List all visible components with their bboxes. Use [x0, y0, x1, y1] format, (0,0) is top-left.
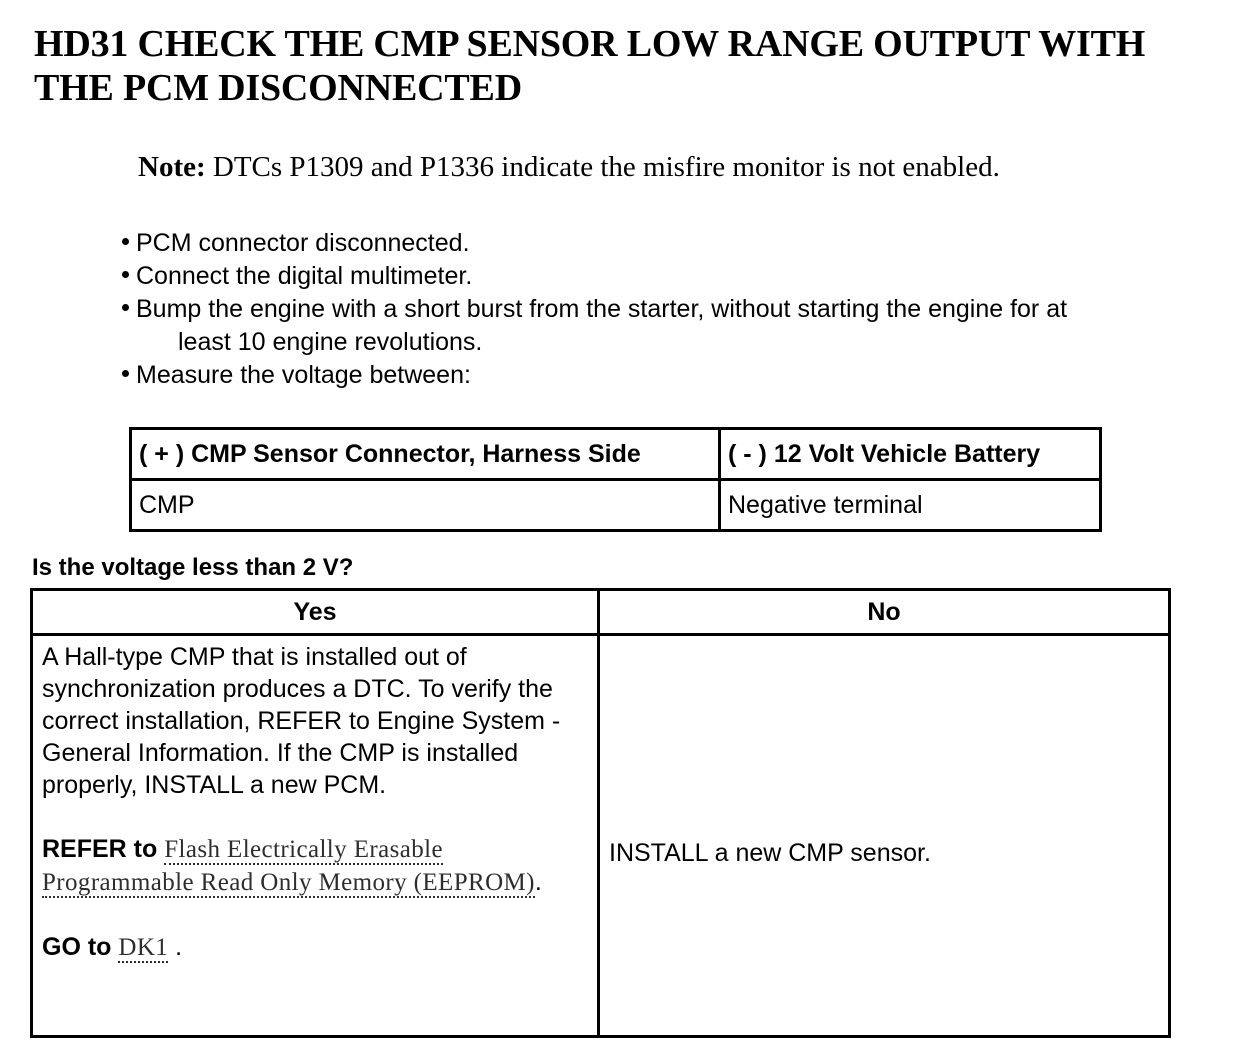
list-item-continuation: least 10 engine revolutions. [178, 328, 483, 356]
list-item: Measure the voltage between: [120, 359, 1210, 392]
note-line: Note: DTCs P1309 and P1336 indicate the … [138, 150, 1198, 184]
goto-prefix-label: GO to [42, 933, 119, 961]
yes-paragraph: A Hall-type CMP that is installed out of… [42, 643, 561, 799]
refer-suffix-label: . [534, 868, 542, 896]
note-text: DTCs P1309 and P1336 indicate the misfir… [205, 151, 1000, 183]
column-header-negative: ( - ) 12 Volt Vehicle Battery [718, 427, 1102, 481]
bullet-dot-icon [122, 304, 129, 311]
cell-positive-point: CMP [129, 478, 721, 532]
no-paragraph: INSTALL a new CMP sensor. [609, 839, 931, 867]
list-item: Bump the engine with a short burst from … [120, 293, 1210, 359]
bullet-dot-icon [122, 271, 129, 278]
paragraph-spacer [42, 899, 589, 931]
link-dk1[interactable]: DK1 [118, 934, 169, 963]
list-item: PCM connector disconnected. [120, 227, 1210, 260]
list-item-label: Bump the engine with a short burst from … [136, 295, 1068, 323]
table-header-row: Yes No [30, 588, 1171, 636]
cell-no-actions: INSTALL a new CMP sensor. [597, 633, 1171, 1038]
cell-yes-actions: A Hall-type CMP that is installed out of… [30, 633, 600, 1038]
cell-negative-point: Negative terminal [718, 478, 1102, 532]
column-header-positive: ( + ) CMP Sensor Connector, Harness Side [129, 427, 721, 481]
list-item-label: Measure the voltage between: [136, 361, 471, 389]
diagnostic-question: Is the voltage less than 2 V? [32, 554, 354, 581]
refer-prefix-label: REFER to [42, 835, 165, 863]
column-header-yes: Yes [30, 588, 600, 636]
table-header-row: ( + ) CMP Sensor Connector, Harness Side… [129, 427, 1102, 481]
list-item: Connect the digital multimeter. [120, 260, 1210, 293]
yes-goto-line: GO to DK1 . [42, 931, 589, 964]
goto-suffix-label: . [168, 933, 183, 961]
procedure-bullet-list: PCM connector disconnected. Connect the … [120, 227, 1210, 392]
table-row: CMP Negative terminal [129, 478, 1102, 532]
yes-no-answer-table: Yes No A Hall-type CMP that is installed… [30, 588, 1171, 1038]
table-row: A Hall-type CMP that is installed out of… [30, 633, 1171, 1038]
bullet-dot-icon [122, 238, 129, 245]
page-title: HD31 CHECK THE CMP SENSOR LOW RANGE OUTP… [34, 23, 1146, 109]
yes-refer-line: REFER to Flash Electrically Erasable Pro… [42, 833, 589, 899]
note-label: Note: [138, 151, 206, 183]
paragraph-spacer [42, 801, 589, 833]
measure-points-table: ( + ) CMP Sensor Connector, Harness Side… [129, 427, 1102, 532]
column-header-no: No [597, 588, 1171, 636]
list-item-label: PCM connector disconnected. [136, 229, 470, 257]
list-item-label: Connect the digital multimeter. [136, 262, 473, 290]
link-flash-eeprom[interactable]: Flash Electrically Erasable Programmable… [42, 836, 535, 898]
bullet-dot-icon [122, 370, 129, 377]
